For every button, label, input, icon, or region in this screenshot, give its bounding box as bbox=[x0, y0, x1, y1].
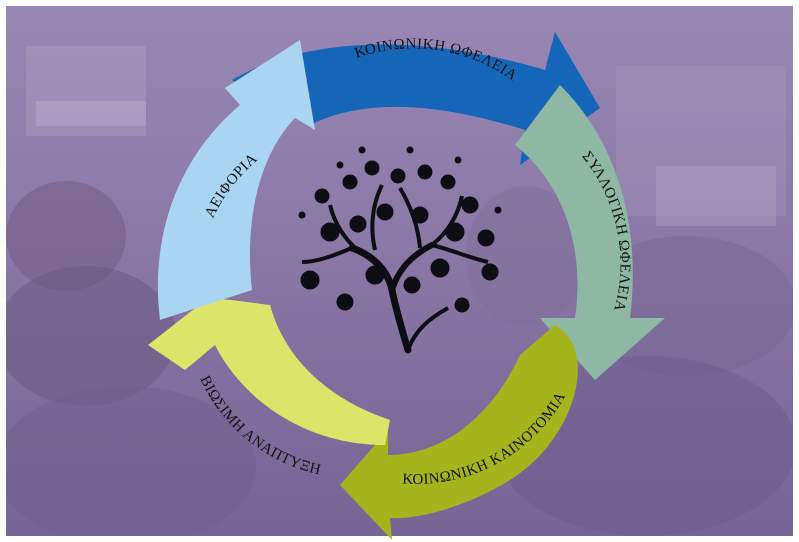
segment-koinoniki-ofeleia bbox=[232, 32, 600, 165]
segment-koinoniki-kainotomia bbox=[340, 325, 578, 540]
people-tree-icon bbox=[298, 146, 502, 354]
segment-syllogiki-ofeleia bbox=[515, 85, 665, 380]
segment-viosimi-anaptyxi bbox=[148, 298, 390, 445]
segment-aeiforia bbox=[157, 40, 315, 320]
